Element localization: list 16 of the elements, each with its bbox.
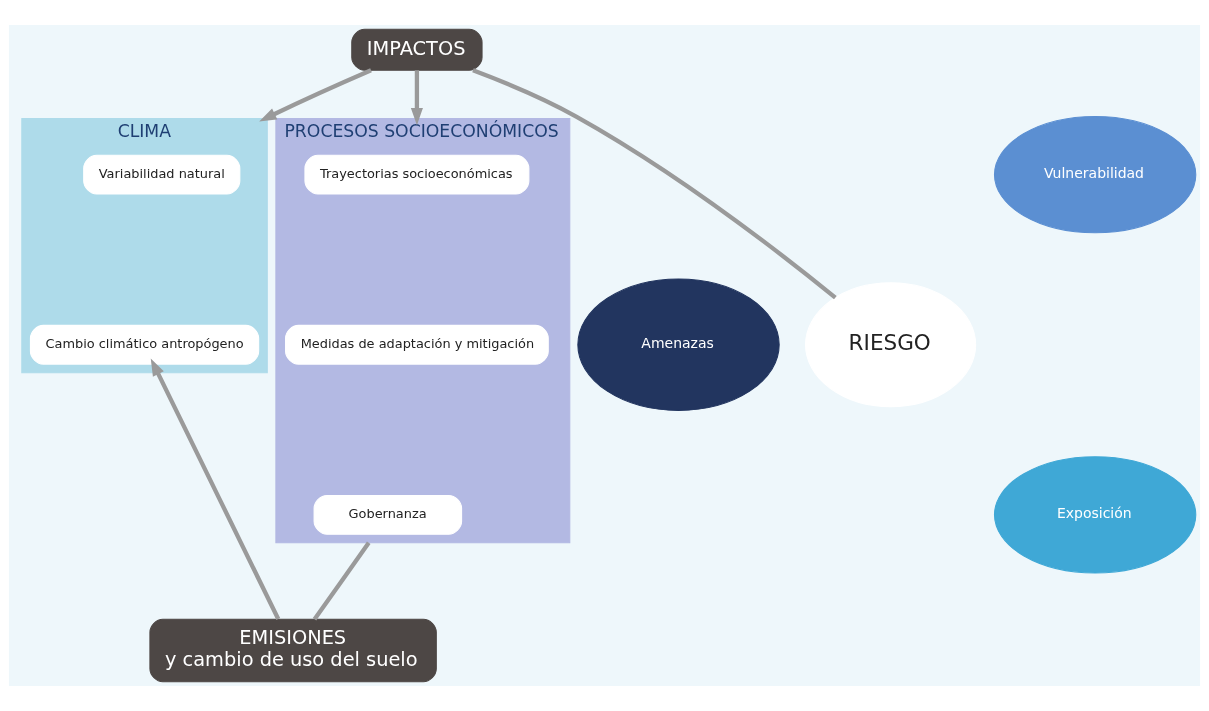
node-box: IMPACTOS xyxy=(351,28,483,71)
node-box: Gobernanza xyxy=(313,494,463,535)
node-box: Medidas de adaptación y mitigación xyxy=(285,324,549,365)
node-ellipse: Amenazas xyxy=(577,278,780,411)
connector xyxy=(472,68,837,300)
node-box: Trayectorias socioeconómicas xyxy=(304,154,530,195)
arrow xyxy=(410,70,423,126)
node-box: EMISIONES y cambio de uso del suelo xyxy=(149,618,437,683)
node-ellipse: Exposición xyxy=(993,456,1197,574)
arrow xyxy=(150,358,281,620)
node-box: Variabilidad natural xyxy=(83,154,241,195)
connector xyxy=(312,541,371,621)
node-ellipse: RIESGO xyxy=(805,282,977,408)
node-ellipse: Vulnerabilidad xyxy=(993,115,1197,234)
arrow xyxy=(259,68,372,122)
node-box: Cambio climático antropógeno xyxy=(29,324,260,365)
